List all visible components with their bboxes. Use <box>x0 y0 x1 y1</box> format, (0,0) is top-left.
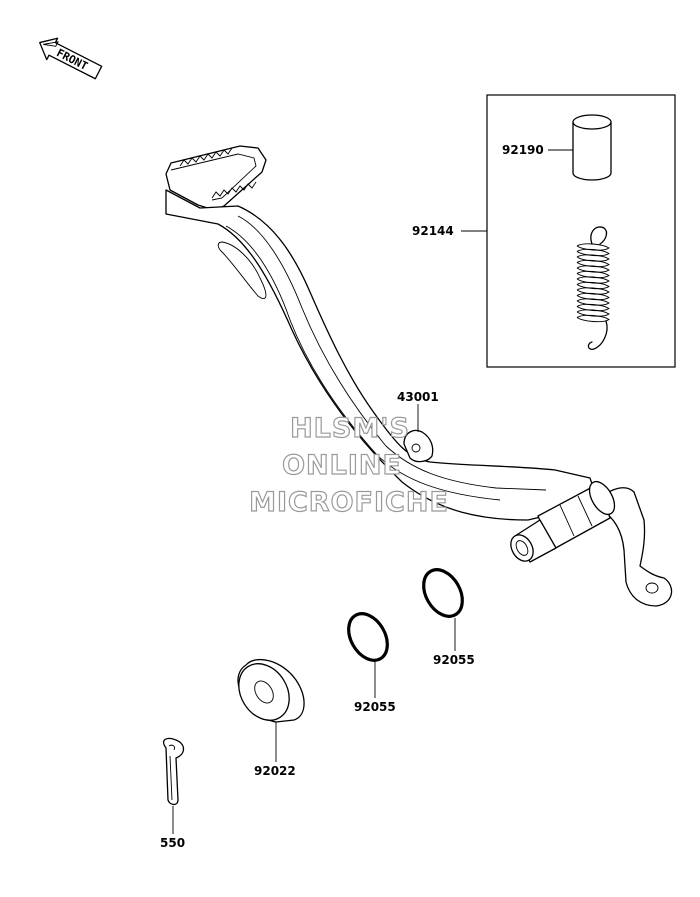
spring-coil <box>576 281 610 290</box>
spring-coil <box>576 243 610 251</box>
front-arrow-icon: FRONT <box>39 37 103 80</box>
label-43001: 43001 <box>397 390 439 404</box>
watermark: HLSM'S ONLINE MICROFICHE <box>248 412 449 518</box>
brake-pedal-43001 <box>165 145 673 607</box>
spring-92144 <box>576 226 610 350</box>
spring-coil <box>576 309 610 317</box>
label-92055-lower: 92055 <box>354 700 396 714</box>
watermark-line2: ONLINE <box>282 450 402 481</box>
spring-coil <box>576 287 610 295</box>
front-label: FRONT <box>54 46 90 73</box>
label-92144: 92144 <box>412 224 454 238</box>
label-92022: 92022 <box>254 764 296 778</box>
watermark-line3: MICROFICHE <box>249 487 449 518</box>
spring-coil <box>576 265 610 273</box>
washer-92022 <box>237 658 305 723</box>
o-ring-92055-lower <box>347 612 389 662</box>
spring-coil <box>576 254 610 262</box>
spring-coil <box>576 298 610 306</box>
spring-coil <box>576 314 610 323</box>
o-ring-92055-upper <box>422 568 464 618</box>
spring-coil <box>576 303 610 312</box>
label-92190: 92190 <box>502 143 544 157</box>
spring-coil <box>576 292 610 301</box>
spring-coil <box>576 259 610 268</box>
spring-coil <box>576 276 610 284</box>
label-550: 550 <box>160 836 185 850</box>
cotter-pin-550 <box>162 737 185 806</box>
collar-92190 <box>572 114 612 181</box>
spring-coil <box>576 248 610 257</box>
label-92055-upper: 92055 <box>433 653 475 667</box>
watermark-line1: HLSM'S <box>290 413 410 444</box>
spring-coil <box>576 270 610 279</box>
